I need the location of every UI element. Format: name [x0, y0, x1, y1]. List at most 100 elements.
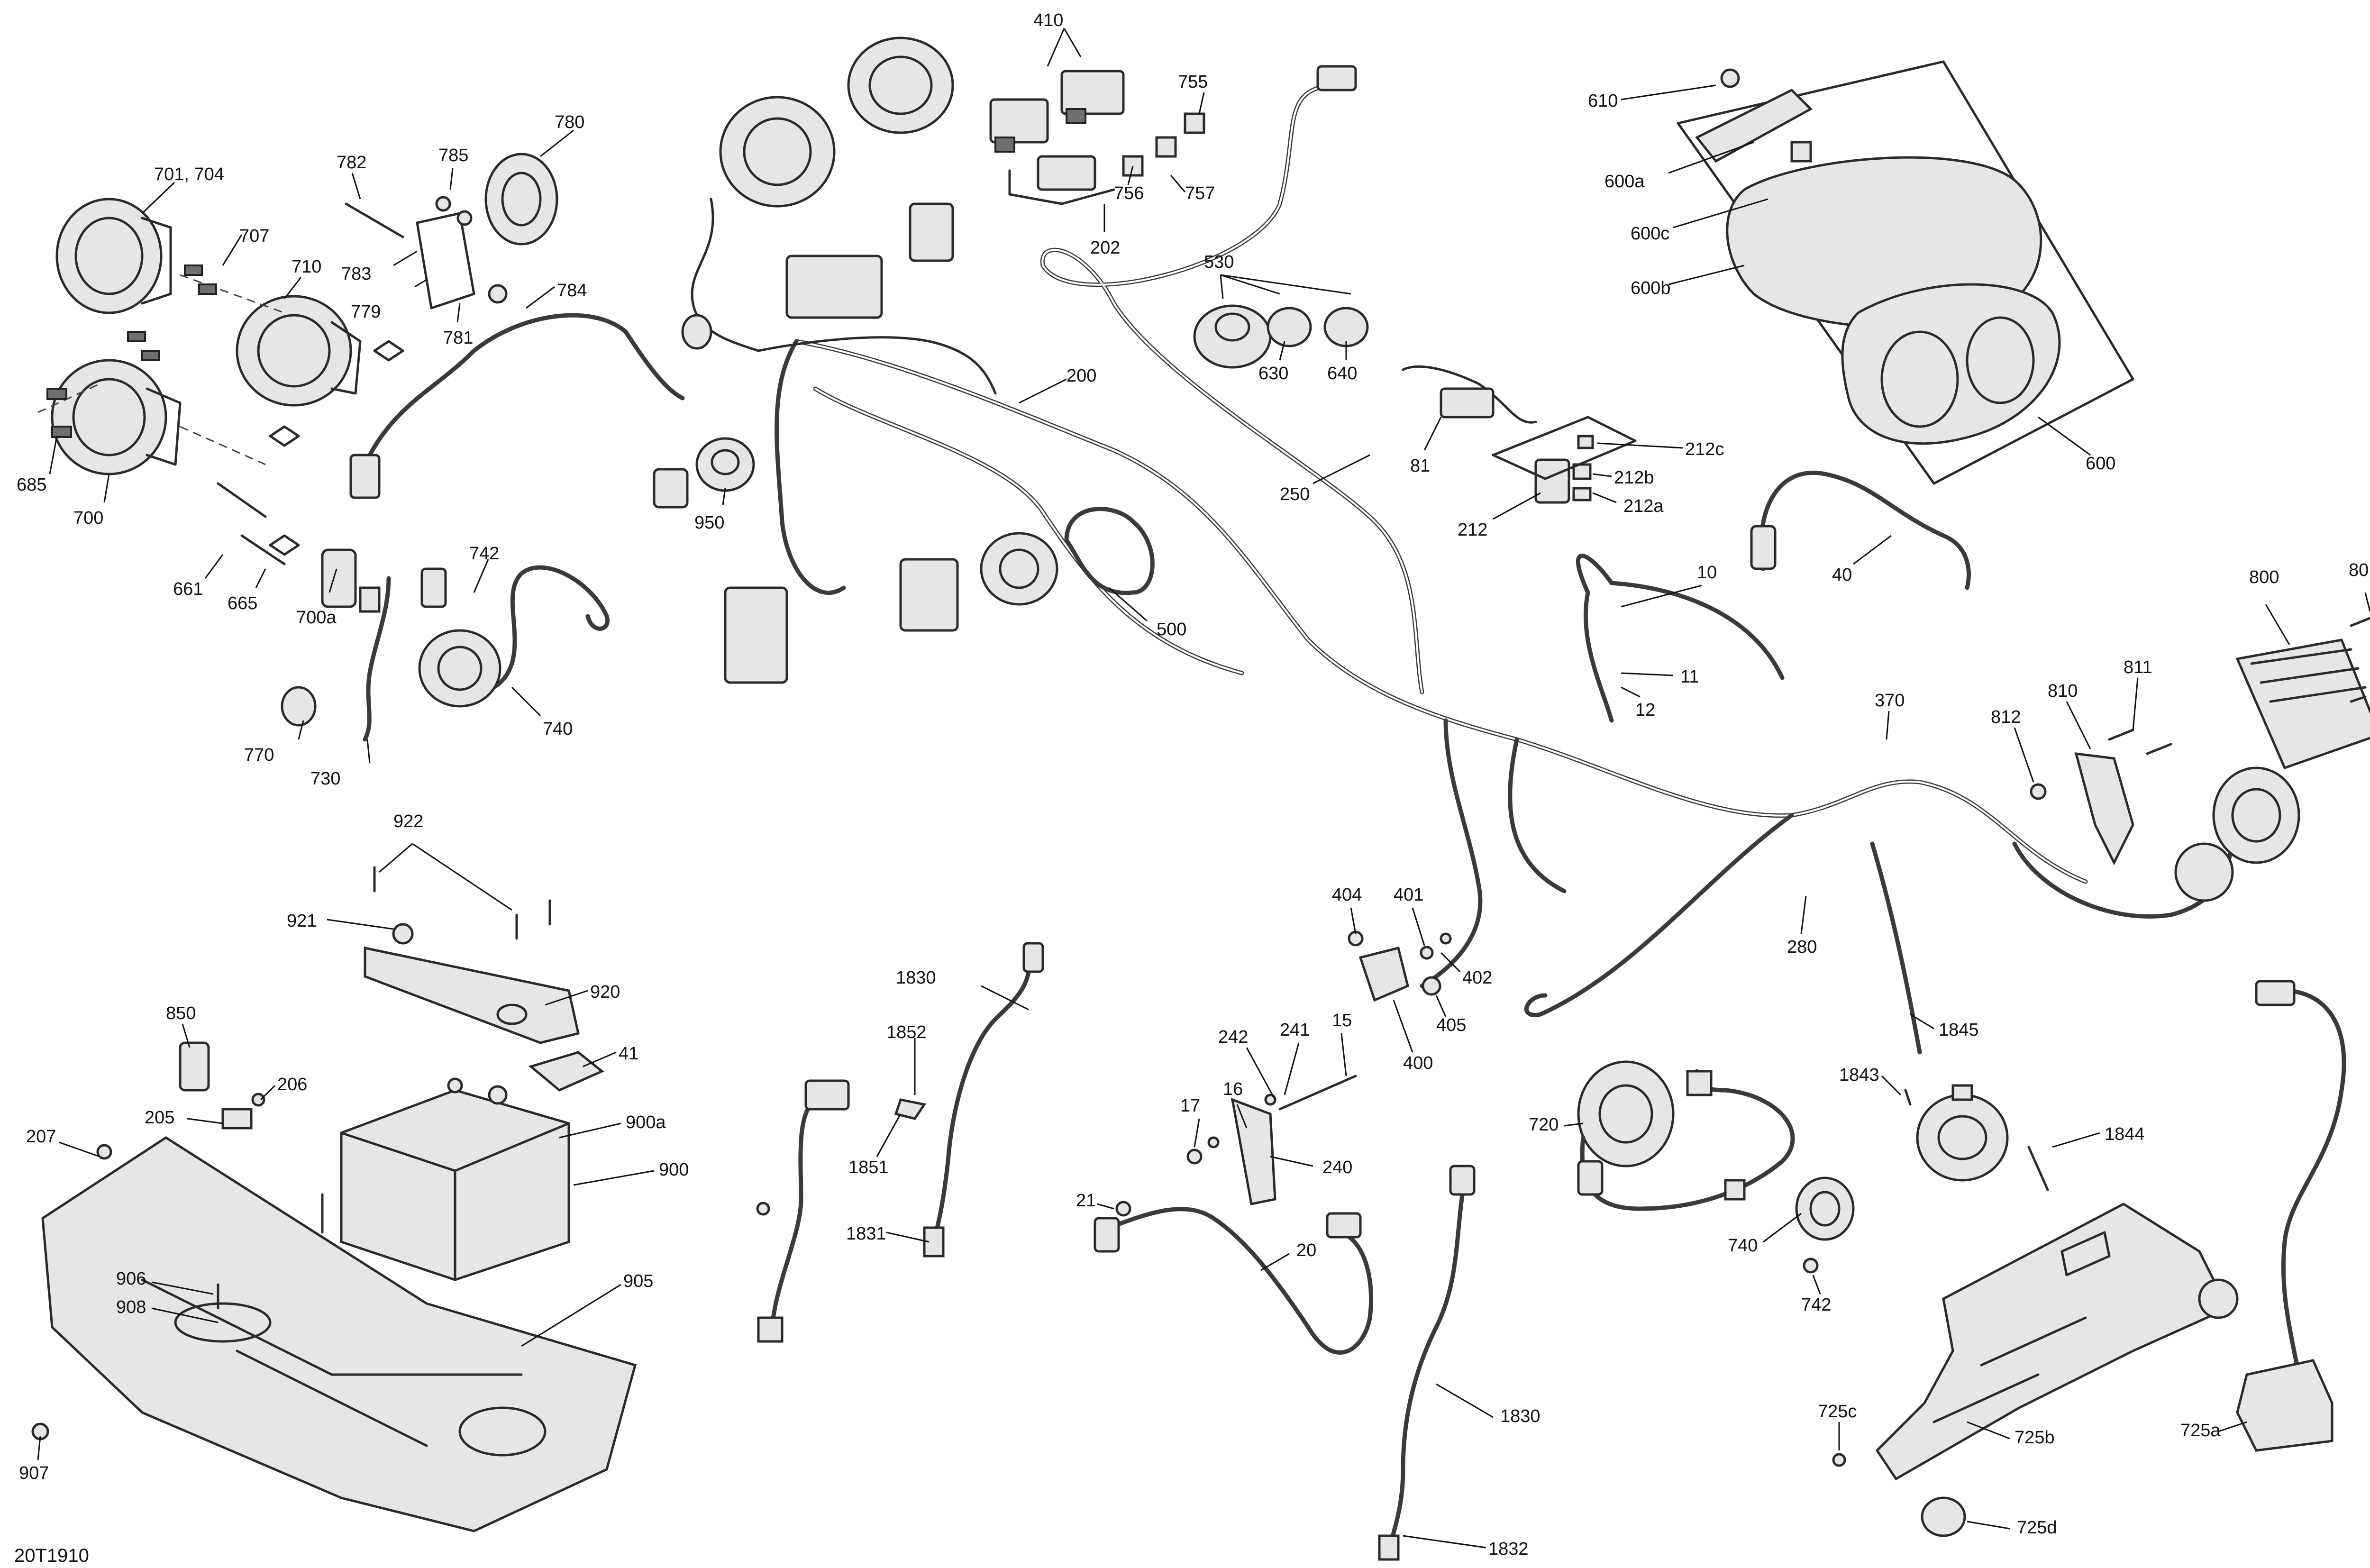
right-fog-light	[2174, 766, 2300, 902]
callout-206: 206	[277, 1075, 307, 1094]
voltage-regulator-800	[2235, 617, 2370, 770]
callout-610: 610	[1588, 91, 1618, 111]
callout-250: 250	[1280, 484, 1310, 504]
callout-212c: 212c	[1685, 439, 1724, 459]
callout-401: 401	[1394, 885, 1423, 905]
callout-630: 630	[1258, 364, 1288, 383]
battery-cable-20	[1094, 1201, 1373, 1355]
fog-light-harness-740-730	[281, 548, 610, 742]
callout-600b: 600b	[1631, 278, 1671, 298]
callout-242: 242	[1218, 1027, 1248, 1047]
callout-500: 500	[1157, 620, 1186, 639]
callout-1843: 1843	[1839, 1065, 1879, 1085]
callout-600a: 600a	[1604, 172, 1645, 191]
battery-cover-41	[528, 1051, 604, 1092]
callout-1830-lower: 1830	[1500, 1406, 1540, 1426]
callout-665: 665	[228, 593, 257, 613]
callout-725c: 725c	[1818, 1402, 1857, 1422]
electrical-modules-200	[724, 532, 1058, 684]
callout-720: 720	[1529, 1115, 1559, 1135]
fog-light-720	[1577, 1060, 1795, 1211]
plate-light-lens-725d	[1832, 1453, 1966, 1537]
callout-811: 811	[2124, 657, 2152, 677]
callout-783: 783	[341, 264, 371, 284]
callout-900a: 900a	[626, 1112, 666, 1132]
callout-212a: 212a	[1623, 496, 1664, 516]
horn-780	[416, 153, 558, 310]
callout-850: 850	[166, 1003, 196, 1023]
wheel-speed-sensor-1830b	[1378, 1165, 1476, 1561]
callout-907: 907	[19, 1463, 49, 1483]
headlight-relay-400	[1348, 930, 1452, 1002]
callout-205: 205	[145, 1108, 174, 1128]
ignition-key-switch-530	[1193, 304, 1369, 369]
bracket-240	[1186, 1075, 1357, 1205]
callout-921: 921	[287, 911, 317, 931]
callout-710: 710	[292, 257, 321, 277]
headlight-screws-685-707	[46, 264, 217, 438]
callout-530: 530	[1204, 252, 1234, 272]
callout-742-top: 742	[469, 544, 499, 564]
callout-410: 410	[1033, 10, 1063, 30]
callout-782: 782	[337, 153, 366, 173]
wheel-speed-sensor-1830a	[923, 942, 1044, 1258]
callout-402: 402	[1462, 968, 1492, 988]
callout-740-top: 740	[543, 719, 573, 739]
main-wiring-harness-200	[775, 339, 2233, 1055]
harness-500	[1064, 507, 1155, 595]
license-plate-bracket-725b	[1875, 1203, 2239, 1481]
callout-600: 600	[2086, 454, 2115, 474]
callout-707: 707	[239, 226, 269, 246]
callout-740-bottom: 740	[1728, 1236, 1758, 1256]
callout-725b: 725b	[2014, 1428, 2055, 1448]
callout-730: 730	[310, 769, 340, 789]
battery-tray-905	[31, 1136, 637, 1532]
callout-757: 757	[1185, 183, 1215, 203]
callout-700: 700	[73, 508, 103, 528]
regulator-bracket-810	[2030, 729, 2172, 866]
relays-410	[989, 70, 1125, 153]
fog-light-740b	[1724, 1176, 1855, 1274]
callout-661: 661	[173, 579, 203, 599]
harness-40	[1750, 471, 1971, 590]
callout-900: 900	[659, 1160, 689, 1180]
ignition-switch-950	[653, 437, 755, 509]
harness-10	[1576, 554, 1785, 723]
callout-241: 241	[1280, 1020, 1310, 1040]
callout-280: 280	[1787, 937, 1817, 957]
fuse-block-212-81	[1402, 365, 1637, 504]
callout-742-bottom: 742	[1801, 1295, 1831, 1315]
callout-1851: 1851	[848, 1158, 889, 1177]
callout-1845: 1845	[1939, 1020, 1979, 1040]
harness-250	[1040, 65, 1424, 694]
connector-742a	[420, 567, 447, 608]
callout-404: 404	[1332, 885, 1362, 905]
callout-400: 400	[1403, 1053, 1433, 1073]
handlebar-switch-assemblies	[681, 36, 997, 395]
battery-900	[340, 1077, 570, 1281]
callout-908: 908	[116, 1297, 146, 1317]
callout-16: 16	[1223, 1079, 1243, 1099]
callout-755: 755	[1178, 72, 1208, 92]
callout-780: 780	[555, 112, 584, 132]
callout-700a: 700a	[296, 608, 337, 628]
callout-leader-lines	[37, 28, 2370, 1549]
callout-labels: 410 755 757 756 202 610 600a 600c 600b 6…	[17, 10, 2370, 1559]
headlight-assembly-701-704	[37, 198, 362, 475]
callout-212: 212	[1458, 520, 1487, 540]
callout-920: 920	[590, 982, 620, 1002]
callout-812: 812	[1991, 707, 2021, 727]
tail-light-1843	[1904, 1084, 2049, 1191]
callout-1831: 1831	[846, 1224, 886, 1244]
callout-240: 240	[1322, 1158, 1352, 1177]
adjuster-knobs-661-665	[217, 340, 404, 565]
callout-1844: 1844	[2105, 1124, 2145, 1144]
callout-725a: 725a	[2180, 1421, 2221, 1440]
callout-12: 12	[1635, 700, 1655, 720]
callout-784: 784	[557, 281, 587, 301]
callout-405: 405	[1436, 1015, 1466, 1035]
callout-202: 202	[1090, 238, 1120, 258]
callout-1832: 1832	[1488, 1539, 1529, 1559]
sensor-1851-1852	[756, 1079, 927, 1343]
callout-785: 785	[438, 146, 468, 165]
